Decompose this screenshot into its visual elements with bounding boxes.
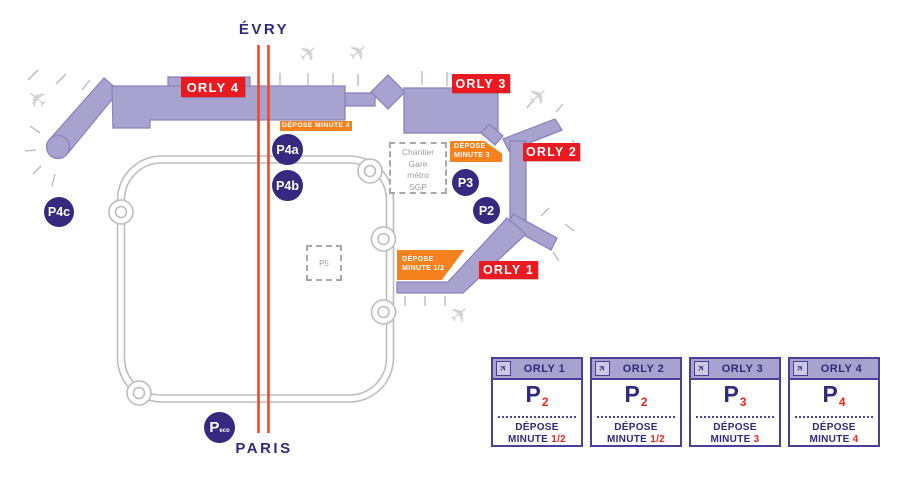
legend-depose-line1: DÉPOSE — [515, 422, 559, 433]
legend-depose-line1: DÉPOSE — [614, 422, 658, 433]
legend-card-orly-1: ✈ ORLY 1 P2 DÉPOSE MINUTE 1/2 — [491, 357, 583, 447]
legend-parking-letter: P — [624, 381, 640, 407]
p5-box: P5 — [306, 245, 342, 281]
legend-card-orly-2: ✈ ORLY 2 P2 DÉPOSE MINUTE 1/2 — [590, 357, 682, 447]
legend-depose-number: 1/2 — [650, 433, 666, 445]
legend-depose-word: MINUTE — [507, 433, 549, 445]
red-access-road — [257, 45, 270, 433]
depose-minute-4-badge: DÉPOSE MINUTE 4 — [280, 121, 352, 131]
legend-depose-word: MINUTE — [809, 433, 850, 445]
terminal-diamond — [370, 74, 406, 110]
legend-depose-line1: DÉPOSE — [812, 422, 856, 433]
parking-p2: P2 — [473, 197, 500, 224]
orly-1-badge: ORLY 1 — [479, 261, 538, 279]
airplane-icon: ✈ — [496, 361, 511, 376]
roundabouts — [108, 158, 397, 406]
airplane-icon: ✈ — [595, 361, 610, 376]
legend-card-orly-4: ✈ ORLY 4 P4 DÉPOSE MINUTE 4 — [788, 357, 880, 447]
parking-p4a: P4a — [272, 134, 303, 165]
legend-card-body: P2 DÉPOSE MINUTE 1/2 — [493, 381, 581, 445]
legend-parking-number: 4 — [838, 395, 846, 409]
parking-peco-letter: P — [209, 419, 220, 436]
depose-minute-4-label: DÉPOSE MINUTE 4 — [282, 121, 350, 129]
legend-depose-number: 3 — [753, 433, 760, 445]
legend-parking-number: 2 — [640, 395, 648, 409]
depose-minute-12-line1: DÉPOSE — [402, 256, 434, 263]
construction-line: Gare — [408, 158, 428, 169]
airplane-icon: ✈ — [793, 361, 808, 376]
legend-terminal-label: ORLY 4 — [820, 362, 863, 375]
legend-card-body: P4 DÉPOSE MINUTE 4 — [790, 381, 878, 445]
terminal-connector — [344, 92, 376, 107]
construction-line: métro — [407, 170, 429, 180]
terminal-1-band — [396, 217, 527, 294]
legend-depose-word: MINUTE — [710, 433, 751, 445]
legend-depose-number: 4 — [852, 433, 859, 445]
dotted-divider — [498, 416, 576, 418]
depose-minute-3-line2: MINUTE 3 — [454, 151, 490, 159]
dotted-divider — [696, 416, 774, 418]
parking-p4c: P4c — [44, 197, 74, 227]
depose-minute-3-line1: DÉPOSE — [454, 143, 486, 150]
ring-road — [116, 155, 395, 403]
terminal-west-pier-tip — [45, 134, 71, 160]
p5-label: P5 — [319, 258, 329, 268]
legend-parking-number: 3 — [739, 395, 747, 409]
construction-zone-box: Chantier Gare métro SGP — [389, 142, 447, 194]
dotted-divider — [795, 416, 873, 418]
construction-line: SGP — [409, 181, 427, 192]
evry-label: ÉVRY — [238, 21, 290, 38]
legend-card-header: ✈ ORLY 3 — [691, 359, 779, 380]
legend-parking-letter: P — [723, 381, 739, 407]
legend-terminal-label: ORLY 3 — [721, 362, 764, 375]
legend-card-body: P2 DÉPOSE MINUTE 1/2 — [592, 381, 680, 445]
parking-peco-subscript: eco — [219, 428, 230, 434]
terminal-4-band — [111, 85, 346, 129]
legend-depose-word: MINUTE — [606, 433, 648, 445]
terminal-3-block — [403, 87, 499, 134]
legend-card-header: ✈ ORLY 1 — [493, 359, 581, 380]
legend-card-body: P3 DÉPOSE MINUTE 3 — [691, 381, 779, 445]
legend-parking-letter: P — [525, 381, 541, 407]
legend-depose-line1: DÉPOSE — [713, 422, 757, 433]
terminal-junction-arm — [480, 123, 504, 146]
legend-parking-number: 2 — [541, 395, 549, 409]
orly-3-badge: ORLY 3 — [452, 74, 510, 93]
legend-card-header: ✈ ORLY 2 — [592, 359, 680, 380]
legend-parking-letter: P — [822, 381, 838, 407]
paris-label: PARIS — [235, 440, 293, 457]
dotted-divider — [597, 416, 675, 418]
legend-card-orly-3: ✈ ORLY 3 P3 DÉPOSE MINUTE 3 — [689, 357, 781, 447]
construction-line: Chantier — [401, 147, 435, 157]
legend-terminal-label: ORLY 2 — [622, 362, 665, 375]
orly-2-badge: ORLY 2 — [523, 143, 580, 161]
airplane-icon: ✈ — [694, 361, 709, 376]
parking-p3: P3 — [452, 169, 479, 196]
legend-card-header: ✈ ORLY 4 — [790, 359, 878, 380]
parking-p4b: P4b — [272, 170, 303, 201]
depose-minute-12-line2: MINUTE 1/2 — [402, 264, 445, 272]
depose-minute-3-badge: DÉPOSE MINUTE 3 — [450, 141, 502, 162]
jet-bridge-ticks — [24, 69, 580, 306]
legend-depose-number: 1/2 — [551, 433, 567, 445]
legend-terminal-label: ORLY 1 — [523, 362, 566, 375]
orly-4-badge: ORLY 4 — [181, 77, 245, 97]
